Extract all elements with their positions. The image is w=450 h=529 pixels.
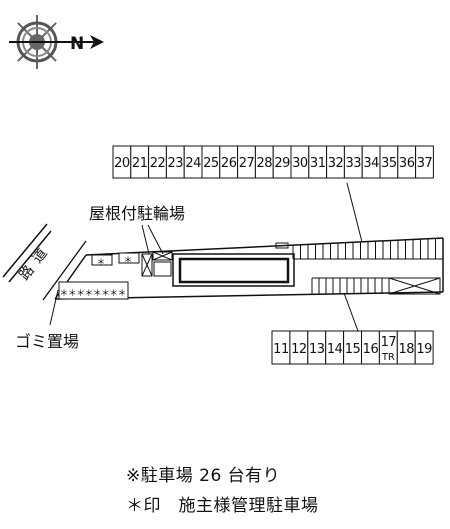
parking-space-number: 25 (203, 156, 219, 171)
owner-managed-mark: ＊ (93, 289, 102, 299)
parking-space (415, 145, 434, 179)
parking-space-number: 32 (328, 156, 344, 171)
parking-space-number: 30 (292, 156, 308, 171)
parking-space-number: 34 (363, 156, 379, 171)
owner-managed-mark: ＊ (123, 256, 132, 266)
parking-stripes-top (292, 238, 443, 260)
garbage-area-label: ゴミ置場 (15, 332, 79, 351)
parking-space (414, 330, 434, 365)
parking-stripes-bottom (311, 277, 389, 294)
parking-count-note: ※駐車場 26 台有り (126, 466, 281, 486)
parking-space-number: 26 (221, 156, 237, 171)
parking-space-number: 12 (291, 342, 307, 357)
parking-space-number: 13 (309, 342, 325, 357)
owner-managed-mark: ＊ (118, 289, 127, 299)
owner-managed-mark: ＊ (68, 289, 77, 299)
owner-managed-note: ＊印 施主様管理駐車場 (126, 496, 319, 516)
tr-label: TR (381, 352, 395, 363)
parking-space-number: 19 (416, 342, 432, 357)
compass-icon: N (9, 15, 104, 69)
parking-space-number: 15 (345, 342, 361, 357)
parking-space-number: 11 (273, 342, 289, 357)
loading-zone (388, 277, 441, 295)
owner-managed-marks: ＊＊＊＊＊＊＊＊＊＊ (59, 256, 132, 299)
owner-managed-mark: ＊ (84, 289, 93, 299)
small-spaces (58, 252, 140, 300)
parking-space-number: 35 (381, 156, 397, 171)
owner-managed-mark: ＊ (101, 289, 110, 299)
bicycle-parking (141, 242, 289, 277)
parking-space-number: 21 (132, 156, 148, 171)
parking-space-number: 27 (239, 156, 255, 171)
parking-space-number: 28 (257, 156, 273, 171)
parking-space-number: 37 (417, 156, 433, 171)
owner-managed-mark: ＊ (59, 289, 68, 299)
parking-space-number: 31 (310, 156, 326, 171)
parking-space-number: 18 (398, 342, 414, 357)
parking-space-number: 24 (185, 156, 201, 171)
parking-space-number: 20 (114, 156, 130, 171)
owner-managed-mark: ＊ (76, 289, 85, 299)
owner-managed-mark: ＊ (109, 289, 118, 299)
road-label-2: 路 (17, 263, 38, 284)
building (172, 253, 295, 287)
bicycle-parking-label: 屋根付駐輪場 (89, 204, 185, 223)
parking-space-number: 14 (327, 342, 343, 357)
parking-space-number: 23 (168, 156, 184, 171)
north-label: N (70, 34, 84, 54)
parking-space-number: 33 (346, 156, 362, 171)
parking-space-number: 16 (363, 342, 379, 357)
parking-space-number: 17 (381, 335, 397, 350)
leader-lines (49, 182, 363, 332)
parking-space-number: 36 (399, 156, 415, 171)
road-label-1: 道 (30, 246, 51, 267)
parking-space-number: 22 (150, 156, 166, 171)
parking-space-number: 29 (274, 156, 290, 171)
owner-managed-mark: ＊ (96, 258, 105, 268)
